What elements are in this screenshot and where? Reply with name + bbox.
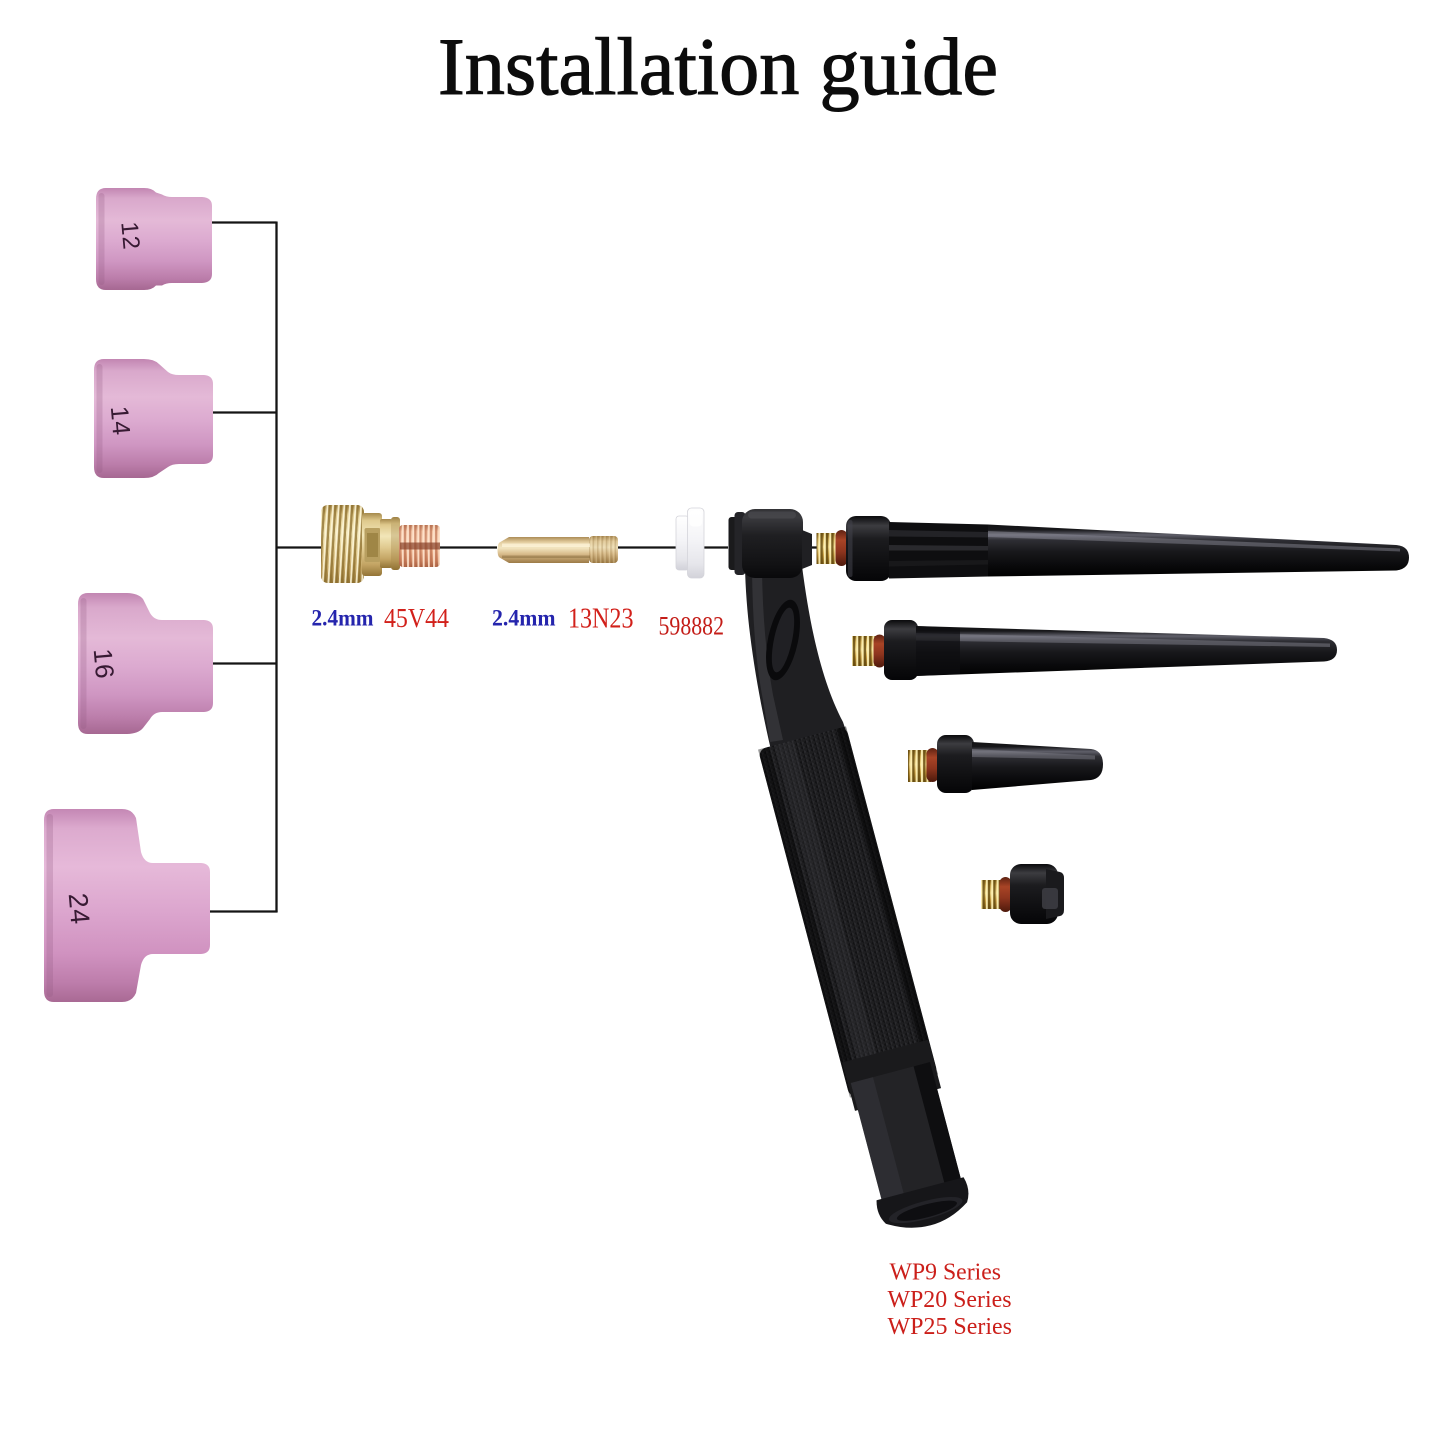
svg-text:24: 24 — [63, 892, 96, 927]
svg-text:WP9 Series: WP9 Series — [890, 1259, 1002, 1286]
svg-text:Installation guide: Installation guide — [438, 21, 998, 112]
svg-text:12: 12 — [115, 221, 144, 252]
svg-text:2.4mm: 2.4mm — [312, 606, 374, 632]
svg-text:WP25 Series: WP25 Series — [888, 1313, 1013, 1340]
svg-text:13N23: 13N23 — [568, 604, 634, 635]
svg-text:45V44: 45V44 — [384, 602, 449, 633]
svg-text:16: 16 — [88, 647, 121, 680]
svg-text:WP20 Series: WP20 Series — [888, 1286, 1012, 1313]
svg-text:14: 14 — [105, 405, 135, 437]
svg-text:2.4mm: 2.4mm — [492, 606, 556, 632]
svg-text:598882: 598882 — [659, 611, 725, 641]
